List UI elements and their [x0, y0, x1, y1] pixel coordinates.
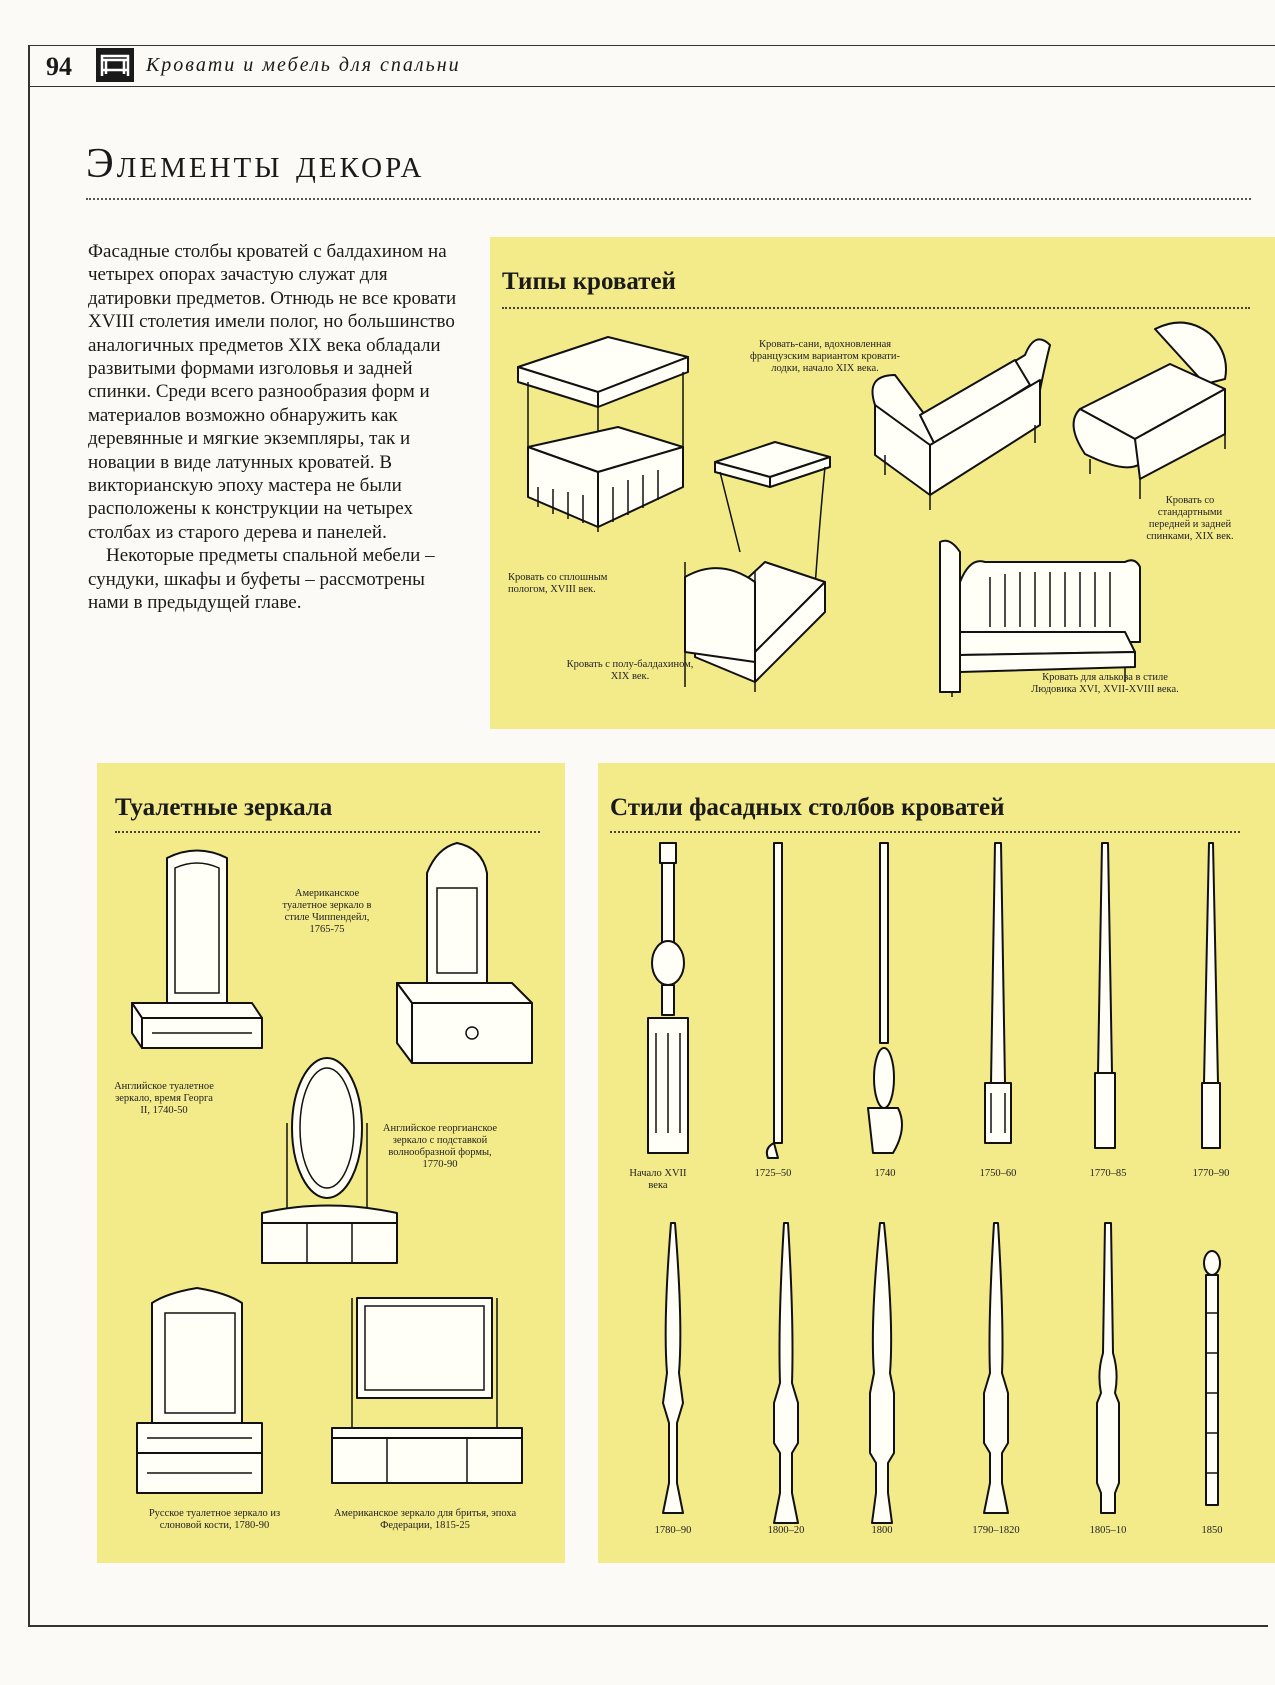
caption-half-tester-bed: Кровать с полу-балдахином, XIX век.	[566, 659, 694, 682]
sleigh-bed-illustration	[871, 338, 1051, 510]
page-bottom-rule	[28, 1625, 1268, 1627]
caption-standard-bed: Кровать со стандартными передней и задне…	[1146, 495, 1234, 542]
post-label: 1750–60	[979, 1168, 1017, 1179]
standard-bed-illustration	[1072, 321, 1227, 499]
half-tester-bed-illustration	[684, 441, 831, 692]
bed-post-illustration	[765, 842, 783, 1159]
post-label: 1850	[1201, 1525, 1223, 1536]
running-title: Кровати и мебель для спальни	[146, 54, 461, 76]
caption-russian-ivory-mirror: Русское туалетное зеркало из слоновой ко…	[148, 1508, 281, 1531]
panel-divider	[115, 831, 540, 833]
post-label: 1800–20	[767, 1525, 805, 1536]
intro-paragraph: Фасадные столбы кроватей с балдахином на…	[88, 241, 457, 543]
bed-post-illustration	[1094, 842, 1116, 1149]
post-label: 1770–85	[1089, 1168, 1127, 1179]
title-divider	[86, 198, 1251, 200]
page-number: 94	[46, 52, 72, 81]
toilet-mirrors-panel: Туалетные зеркала	[97, 763, 565, 1563]
panel-title: Туалетные зеркала	[115, 794, 333, 821]
bed-post-illustration	[1096, 1222, 1120, 1514]
post-label: 1770–90	[1192, 1168, 1230, 1179]
caption-sleigh-bed: Кровать-сани, вдохновленная французским …	[750, 339, 900, 374]
bed-post-illustration	[984, 842, 1012, 1144]
caption-american-chippendale-mirror: Американское туалетное зеркало в стиле Ч…	[282, 888, 372, 935]
caption-canopy-bed: Кровать со сплошным пологом, XVIII век.	[508, 572, 608, 595]
alcove-bed-illustration	[939, 539, 1141, 697]
intro-text: Фасадные столбы кроватей с балдахином на…	[88, 240, 468, 615]
american-shaving-mirror-illustration	[331, 1297, 523, 1484]
post-label: 1805–10	[1089, 1525, 1127, 1536]
russian-ivory-mirror-illustration	[136, 1287, 263, 1494]
american-chippendale-mirror-illustration	[396, 842, 533, 1064]
bed-emblem-icon	[96, 48, 134, 82]
panel-divider	[610, 831, 1240, 833]
page-title: Элементы декора	[86, 141, 425, 187]
bed-post-illustration	[662, 1222, 684, 1514]
post-label: Начало XVII века	[629, 1168, 687, 1191]
caption-english-george-mirror: Английское туалетное зеркало, время Геор…	[114, 1081, 214, 1116]
panel-title: Типы кроватей	[502, 268, 676, 295]
bed-post-illustration	[647, 842, 689, 1154]
intro-paragraph: Некоторые предметы спальной мебели – сун…	[88, 545, 435, 614]
caption-alcove-bed: Кровать для алькова в стиле Людовика XVI…	[1031, 672, 1179, 695]
post-label: 1780–90	[654, 1525, 692, 1536]
bed-post-illustration	[869, 1222, 895, 1524]
post-label: 1790–1820	[972, 1525, 1020, 1536]
bed-types-panel: Типы кроватей	[490, 237, 1275, 729]
bed-post-illustration	[983, 1222, 1009, 1514]
bed-post-illustration	[773, 1222, 799, 1524]
running-header	[28, 45, 1275, 87]
english-george-mirror-illustration	[131, 849, 263, 1049]
bed-post-illustration	[1201, 842, 1221, 1149]
bed-post-illustration	[1203, 1250, 1221, 1506]
bed-post-styles-panel: Стили фасадных столбов кроватей	[598, 763, 1275, 1563]
page-left-rule	[28, 45, 30, 1625]
post-label: 1740	[874, 1168, 896, 1179]
bed-post-illustration	[867, 842, 903, 1154]
caption-english-georgian-mirror: Английское георгианское зеркало с подста…	[382, 1123, 498, 1170]
panel-divider	[502, 307, 1250, 309]
post-label: 1800	[871, 1525, 893, 1536]
english-georgian-mirror-illustration	[261, 1057, 398, 1264]
post-label: 1725–50	[754, 1168, 792, 1179]
canopy-bed-illustration	[517, 336, 689, 532]
panel-title: Стили фасадных столбов кроватей	[610, 794, 1005, 821]
caption-american-shaving-mirror: Американское зеркало для бритья, эпоха Ф…	[333, 1508, 517, 1531]
